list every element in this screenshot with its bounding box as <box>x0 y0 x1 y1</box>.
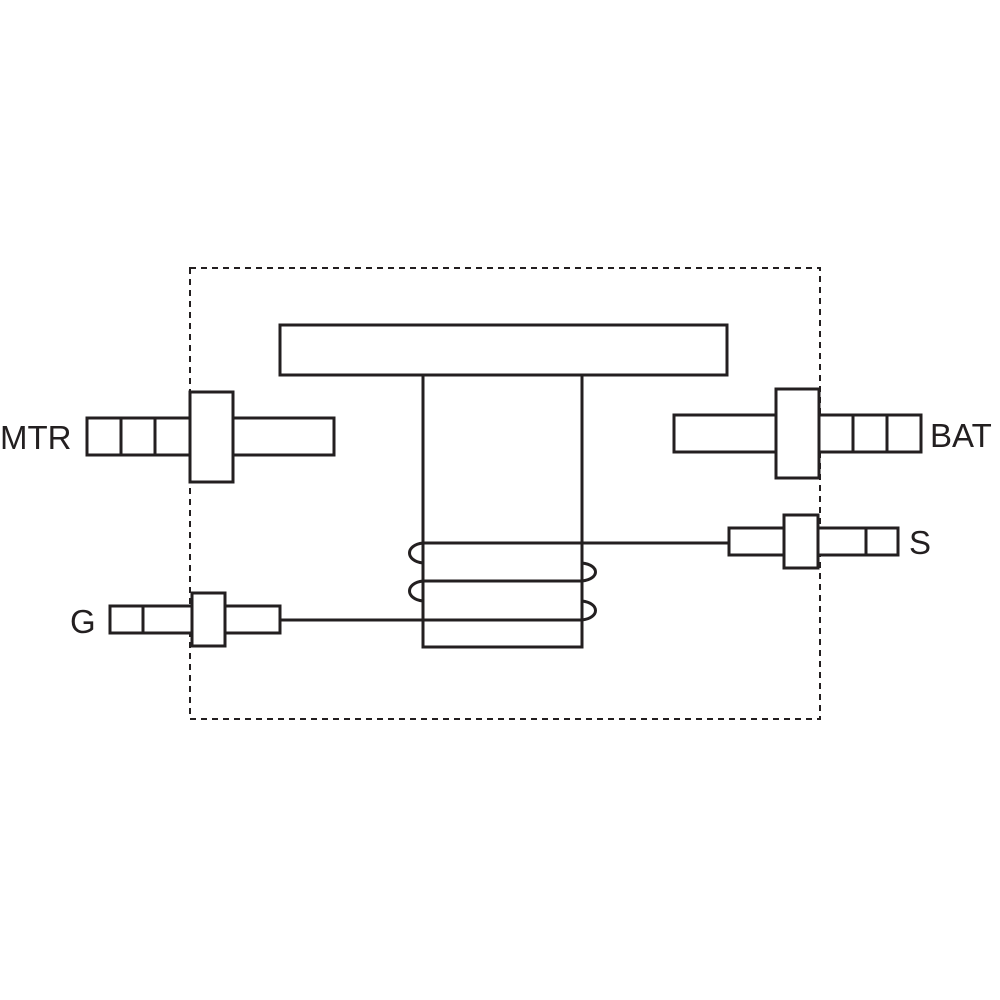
s-stud-outer <box>816 526 900 557</box>
s-nut <box>782 513 820 570</box>
mtr-stud-inner <box>231 416 336 457</box>
bat-stud-inner <box>672 413 778 454</box>
plunger <box>421 373 584 649</box>
coil-loop-right-1 <box>581 561 597 583</box>
coil-winding <box>408 541 597 622</box>
bat-nut <box>774 387 821 480</box>
bat-terminal <box>672 387 923 480</box>
coil-loop-left-1 <box>408 541 424 565</box>
g-label: G <box>70 603 96 640</box>
bat-stud-outer <box>817 413 923 454</box>
s-terminal <box>727 513 900 570</box>
g-stud-outer <box>108 604 194 635</box>
solenoid-housing-outline <box>189 267 821 720</box>
mtr-terminal <box>85 390 336 484</box>
s-stud-inner <box>727 526 786 557</box>
g-stud-inner <box>223 604 282 635</box>
bat-label: BAT <box>930 417 992 454</box>
s-label: S <box>909 524 931 561</box>
mtr-nut <box>188 390 235 484</box>
contact-plate <box>278 323 729 377</box>
mtr-label: MTR <box>0 419 71 456</box>
g-nut <box>190 591 227 648</box>
mtr-stud-outer <box>85 416 192 457</box>
g-terminal <box>108 591 282 648</box>
coil-loop-right-2 <box>581 599 597 622</box>
coil-loop-left-2 <box>408 579 424 603</box>
